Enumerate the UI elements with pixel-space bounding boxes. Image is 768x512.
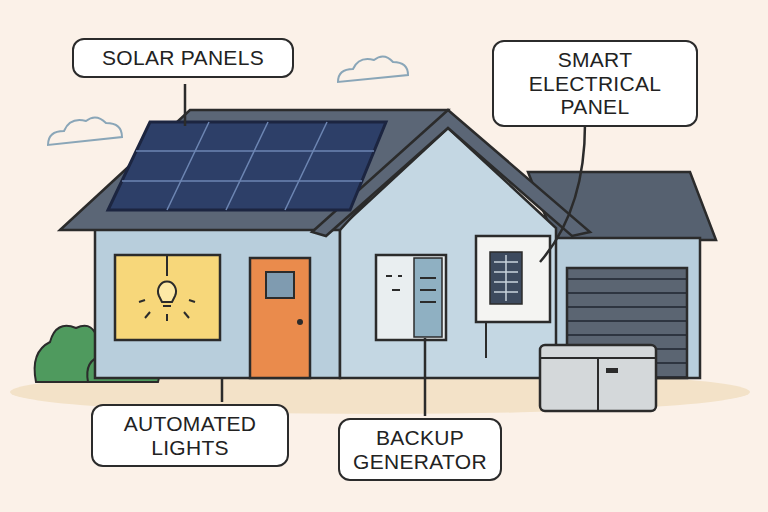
wall-unit-marks (386, 276, 436, 302)
wall-unit-panel (414, 258, 442, 337)
callout-box: SOLAR PANELS (72, 38, 294, 78)
wall-unit (376, 255, 446, 340)
callout-box: BACKUP GENERATOR (338, 418, 502, 481)
cloud (338, 56, 408, 82)
generator (540, 345, 656, 411)
leader-line (184, 84, 187, 126)
leader-line (221, 378, 224, 402)
door-knob (297, 319, 303, 325)
callout-box: AUTOMATED LIGHTS (91, 404, 289, 467)
light-bulb (139, 255, 195, 321)
callout-label: AUTOMATED LIGHTS (105, 412, 275, 459)
solar-panel-grid (122, 122, 374, 210)
leader-line (540, 124, 585, 262)
generator-seam (597, 358, 599, 411)
door (250, 258, 310, 378)
smart-panel-device (476, 236, 550, 322)
conduit (485, 322, 487, 358)
cloud (48, 117, 122, 145)
callout-label: BACKUP GENERATOR (352, 426, 488, 473)
callout-label: SOLAR PANELS (86, 46, 280, 70)
callout-label: SMART ELECTRICAL PANEL (506, 48, 684, 119)
generator-handle (606, 368, 618, 373)
house-wall (95, 222, 340, 378)
door-window (266, 272, 294, 298)
smart-panel-screen (490, 252, 522, 304)
leader-line (424, 338, 427, 416)
leader-lines (185, 84, 585, 416)
window (115, 255, 220, 340)
callout-box: SMART ELECTRICAL PANEL (492, 40, 698, 127)
smart-panel-breakers (494, 255, 518, 301)
solar-panel-array (108, 122, 386, 210)
